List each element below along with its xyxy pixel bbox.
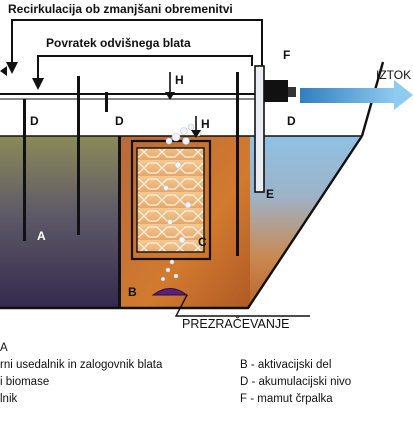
- level-markers: [165, 72, 201, 138]
- legend-left-line-1: A: [0, 342, 8, 354]
- outlet-arrow: [300, 80, 413, 110]
- level-arrow-right-icon: [191, 130, 201, 138]
- activation-reactor: [130, 123, 212, 296]
- legend-left-line-3: i biomase: [0, 376, 49, 388]
- label-a: A: [37, 229, 46, 243]
- label-e: E: [266, 187, 274, 201]
- legend-right-line-3: F - mamut črpalka: [240, 393, 333, 405]
- recirculation-pipe: [11, 19, 263, 66]
- tank-left-section: [0, 136, 118, 308]
- label-d-right: D: [287, 114, 296, 128]
- sludge-return-pipe: [37, 55, 253, 82]
- legend-left-line-2: rni usedalnik in zalogovnik blata: [0, 359, 163, 371]
- pump-head: [264, 80, 288, 102]
- label-h-left: H: [175, 73, 184, 87]
- outlet-label: IZTOK: [376, 68, 411, 82]
- label-c: C: [198, 235, 207, 249]
- legend: A rni usedalnik in zalogovnik blata i bi…: [0, 342, 351, 405]
- aeration-label: PREZRAČEVANJE: [182, 316, 289, 331]
- outlet-arrow-icon: [394, 80, 413, 110]
- air-diffuser: [151, 288, 189, 296]
- air-bubbles: [160, 123, 202, 282]
- aeration-leader-line: [174, 294, 310, 317]
- sludge-return-label: Povratek odvišnega blata: [46, 36, 191, 50]
- baffle-4: [118, 136, 121, 308]
- baffle-3: [105, 92, 108, 112]
- baffle-1: [23, 99, 26, 241]
- biomass-media: [136, 147, 205, 253]
- baffle-2: [77, 76, 80, 235]
- pump-spout: [288, 87, 296, 97]
- recirculation-label: Recirkulacija ob zmanjšani obremenitvi: [8, 2, 233, 16]
- sludge-return-arrow-icon: [32, 78, 44, 90]
- level-arrow-left-icon: [165, 92, 175, 100]
- legend-right-line-1: B - aktivacijski del: [240, 359, 331, 371]
- legend-left-line-4: lnik: [0, 393, 18, 405]
- baffle-5: [236, 72, 239, 256]
- pump-tube: [254, 65, 265, 193]
- legend-right-line-2: D - akumulacijski nivo: [240, 376, 351, 388]
- tank-outline: [0, 135, 364, 310]
- label-b: B: [128, 285, 137, 299]
- baffles: [23, 72, 239, 308]
- outlet-left-arrow-icon: [0, 66, 7, 76]
- label-f: F: [283, 48, 290, 62]
- piping: [0, 19, 263, 100]
- label-d-left: D: [30, 114, 39, 128]
- label-h-right: H: [201, 117, 210, 131]
- label-d-middle: D: [115, 114, 124, 128]
- recirculation-arrow-icon: [6, 62, 18, 74]
- mammoth-pump: [254, 65, 296, 193]
